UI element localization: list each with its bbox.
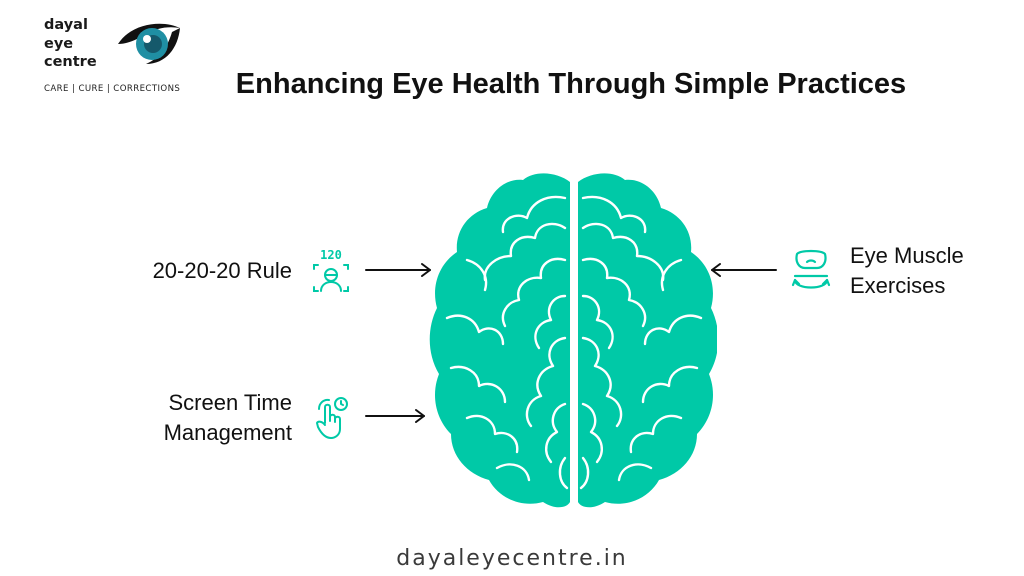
practice-label-line: Eye Muscle bbox=[850, 243, 964, 268]
practice-label-line: 20-20-20 Rule bbox=[152, 258, 292, 283]
logo-line: eye bbox=[44, 35, 74, 52]
page-title: Enhancing Eye Health Through Simple Prac… bbox=[235, 68, 907, 100]
practice-label-screen-time: Screen Time Management bbox=[100, 388, 292, 448]
logo-line: centre bbox=[44, 54, 97, 70]
arrow-right-icon bbox=[365, 409, 425, 423]
footer-website[interactable]: dayaleyecentre.in bbox=[396, 546, 628, 571]
logo-line: dayal bbox=[44, 17, 88, 33]
practice-label-line: Management bbox=[163, 420, 292, 445]
practice-label-20-20-20: 20-20-20 Rule bbox=[100, 256, 292, 286]
brain-icon bbox=[429, 173, 717, 508]
practice-label-eye-muscle: Eye Muscle Exercises bbox=[850, 241, 1020, 301]
touch-timer-icon bbox=[316, 397, 348, 439]
brand-tagline: CARE | CURE | CORRECTIONS bbox=[44, 84, 181, 94]
eye-logo-icon bbox=[118, 23, 180, 64]
icon-text-120: 120 bbox=[320, 248, 342, 262]
eye-timer-120-icon: 120 bbox=[313, 248, 349, 292]
eye-exercise-icon bbox=[791, 249, 831, 289]
practice-label-line: Exercises bbox=[850, 273, 946, 298]
logo-wordmark: dayal eye centre bbox=[44, 16, 114, 72]
practice-label-line: Screen Time bbox=[168, 390, 293, 415]
arrow-right-icon bbox=[365, 263, 431, 277]
brand-logo: dayal eye centre CARE | CURE | CORRECTIO… bbox=[44, 16, 194, 100]
arrow-left-icon bbox=[711, 263, 777, 277]
